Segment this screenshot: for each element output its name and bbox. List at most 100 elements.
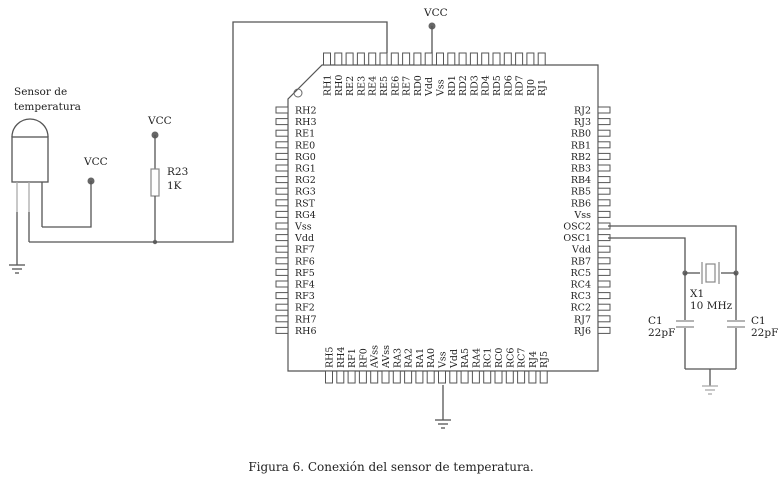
pin-bottom-ra3	[392, 370, 401, 384]
pin-label: RD5	[492, 75, 503, 96]
pin-label: Vdd	[294, 233, 314, 244]
pin-label: Vdd	[424, 77, 435, 97]
pin-right-rc5	[597, 268, 611, 276]
pin-right-rc3	[597, 292, 611, 300]
pin-left-rf2	[275, 303, 289, 311]
pin-top-vdd	[424, 52, 433, 66]
pin-right-rb5	[597, 187, 611, 195]
pin-bottom-rh4	[336, 370, 345, 384]
sensor-body	[11, 136, 49, 183]
pin-label: RB4	[571, 175, 591, 186]
pin-label: RD1	[447, 75, 458, 96]
pin-label: RJ4	[528, 351, 539, 368]
pin-bottom-rf1	[347, 370, 356, 384]
pin-label: RF1	[347, 348, 358, 368]
pin-label: Vss	[436, 79, 447, 97]
pin1-marker	[293, 88, 303, 98]
pin-left-rh3	[275, 118, 289, 126]
pin-label: RE0	[295, 140, 315, 151]
pin-right-rb1	[597, 141, 611, 149]
pin-bottom-rc1	[483, 370, 492, 384]
pin-label: RH1	[323, 75, 334, 96]
pin-left-rg1	[275, 164, 289, 172]
pin-top-rd4	[481, 52, 490, 66]
resistor-value: 1K	[167, 180, 182, 192]
pin-label: RC6	[505, 348, 516, 368]
pin-top-rd0	[413, 52, 422, 66]
sensor-dome	[11, 118, 49, 138]
pin-top-rj1	[537, 52, 546, 66]
pin-top-rh1	[323, 52, 331, 66]
pin-right-rj3	[597, 118, 611, 126]
pin-label: Vss	[438, 351, 449, 369]
signal-wire	[29, 21, 388, 243]
pin-label: RB3	[571, 164, 591, 175]
pin-bottom-rc6	[505, 370, 514, 384]
pin-bottom-avss	[381, 370, 390, 384]
pin-bottom-ra5	[460, 370, 469, 384]
pin-label: Vdd	[571, 245, 591, 256]
pin-left-rg2	[275, 176, 289, 184]
cap-right-value: 22pF	[751, 327, 778, 339]
pin-label: RB1	[571, 140, 591, 151]
pin-label: RH7	[295, 314, 316, 325]
pin-label: RA2	[404, 348, 415, 368]
pin-label: RC2	[571, 303, 591, 314]
pin-top-re3	[356, 52, 365, 66]
pin-label: Vdd	[449, 349, 460, 369]
pin-top-rd6	[503, 52, 512, 66]
pin-label: RA5	[460, 348, 471, 368]
pin-right-vdd	[597, 245, 611, 253]
pin-left-rh7	[275, 315, 289, 323]
pin-right-rc4	[597, 280, 611, 288]
pin-label: RB0	[571, 129, 591, 140]
pin-label: RB7	[571, 256, 591, 267]
pin-label: RE3	[356, 76, 367, 96]
pin-top-re5	[379, 52, 388, 66]
capacitor-left	[676, 320, 694, 328]
pin-label: RJ5	[539, 351, 550, 368]
pin-bottom-ra0	[426, 370, 435, 384]
capacitor-right	[727, 320, 745, 328]
pin-label: RC5	[571, 268, 591, 279]
pin-label: RD0	[413, 75, 424, 96]
pin-right-rj2	[597, 106, 611, 114]
pin-label: RA0	[426, 348, 437, 368]
pin-left-vss	[275, 222, 289, 230]
pin-label: RH6	[295, 326, 316, 337]
vcc-label-sensor: VCC	[83, 156, 108, 168]
figure-caption: Figura 6. Conexión del sensor de tempera…	[248, 460, 533, 474]
pin-label: RG3	[295, 187, 316, 198]
pin-label: RE5	[379, 76, 390, 96]
pin-label: RST	[295, 198, 316, 209]
pin-label: RF0	[358, 348, 369, 368]
vcc-label-resistor: VCC	[147, 115, 172, 127]
pin-label: RE2	[345, 76, 356, 96]
crystal-value: 10 MHz	[690, 300, 733, 312]
pin-left-re1	[275, 129, 289, 137]
pin-label: Vss	[294, 222, 312, 233]
pin-label: RJ7	[574, 314, 591, 325]
pin-bottom-ra1	[415, 370, 424, 384]
pin-label: RH2	[295, 106, 316, 117]
pin-top-rh0	[334, 52, 343, 66]
pin-label: RB2	[571, 152, 591, 163]
pin-bottom-ra4	[471, 370, 480, 384]
pin-label: RA1	[415, 348, 426, 368]
pin-bottom-avss	[370, 370, 379, 384]
pin-right-vss	[597, 210, 611, 218]
pin-top-rd2	[458, 52, 467, 66]
sensor-label-line2: temperatura	[14, 101, 81, 113]
pin-bottom-rj4	[528, 370, 537, 384]
pin-bottom-vdd	[449, 370, 458, 384]
pin-label: RF2	[295, 303, 315, 314]
pin-label: RD2	[458, 75, 469, 96]
pin-top-re2	[345, 52, 354, 66]
pin-right-rb6	[597, 199, 611, 207]
pin-label: Vss	[573, 210, 591, 221]
pin-label: RA4	[471, 348, 482, 368]
pin-top-re4	[368, 52, 377, 66]
pin-label: RF3	[295, 291, 315, 302]
pin-label: RJ2	[574, 106, 591, 117]
crystal-ref: X1	[690, 288, 704, 300]
